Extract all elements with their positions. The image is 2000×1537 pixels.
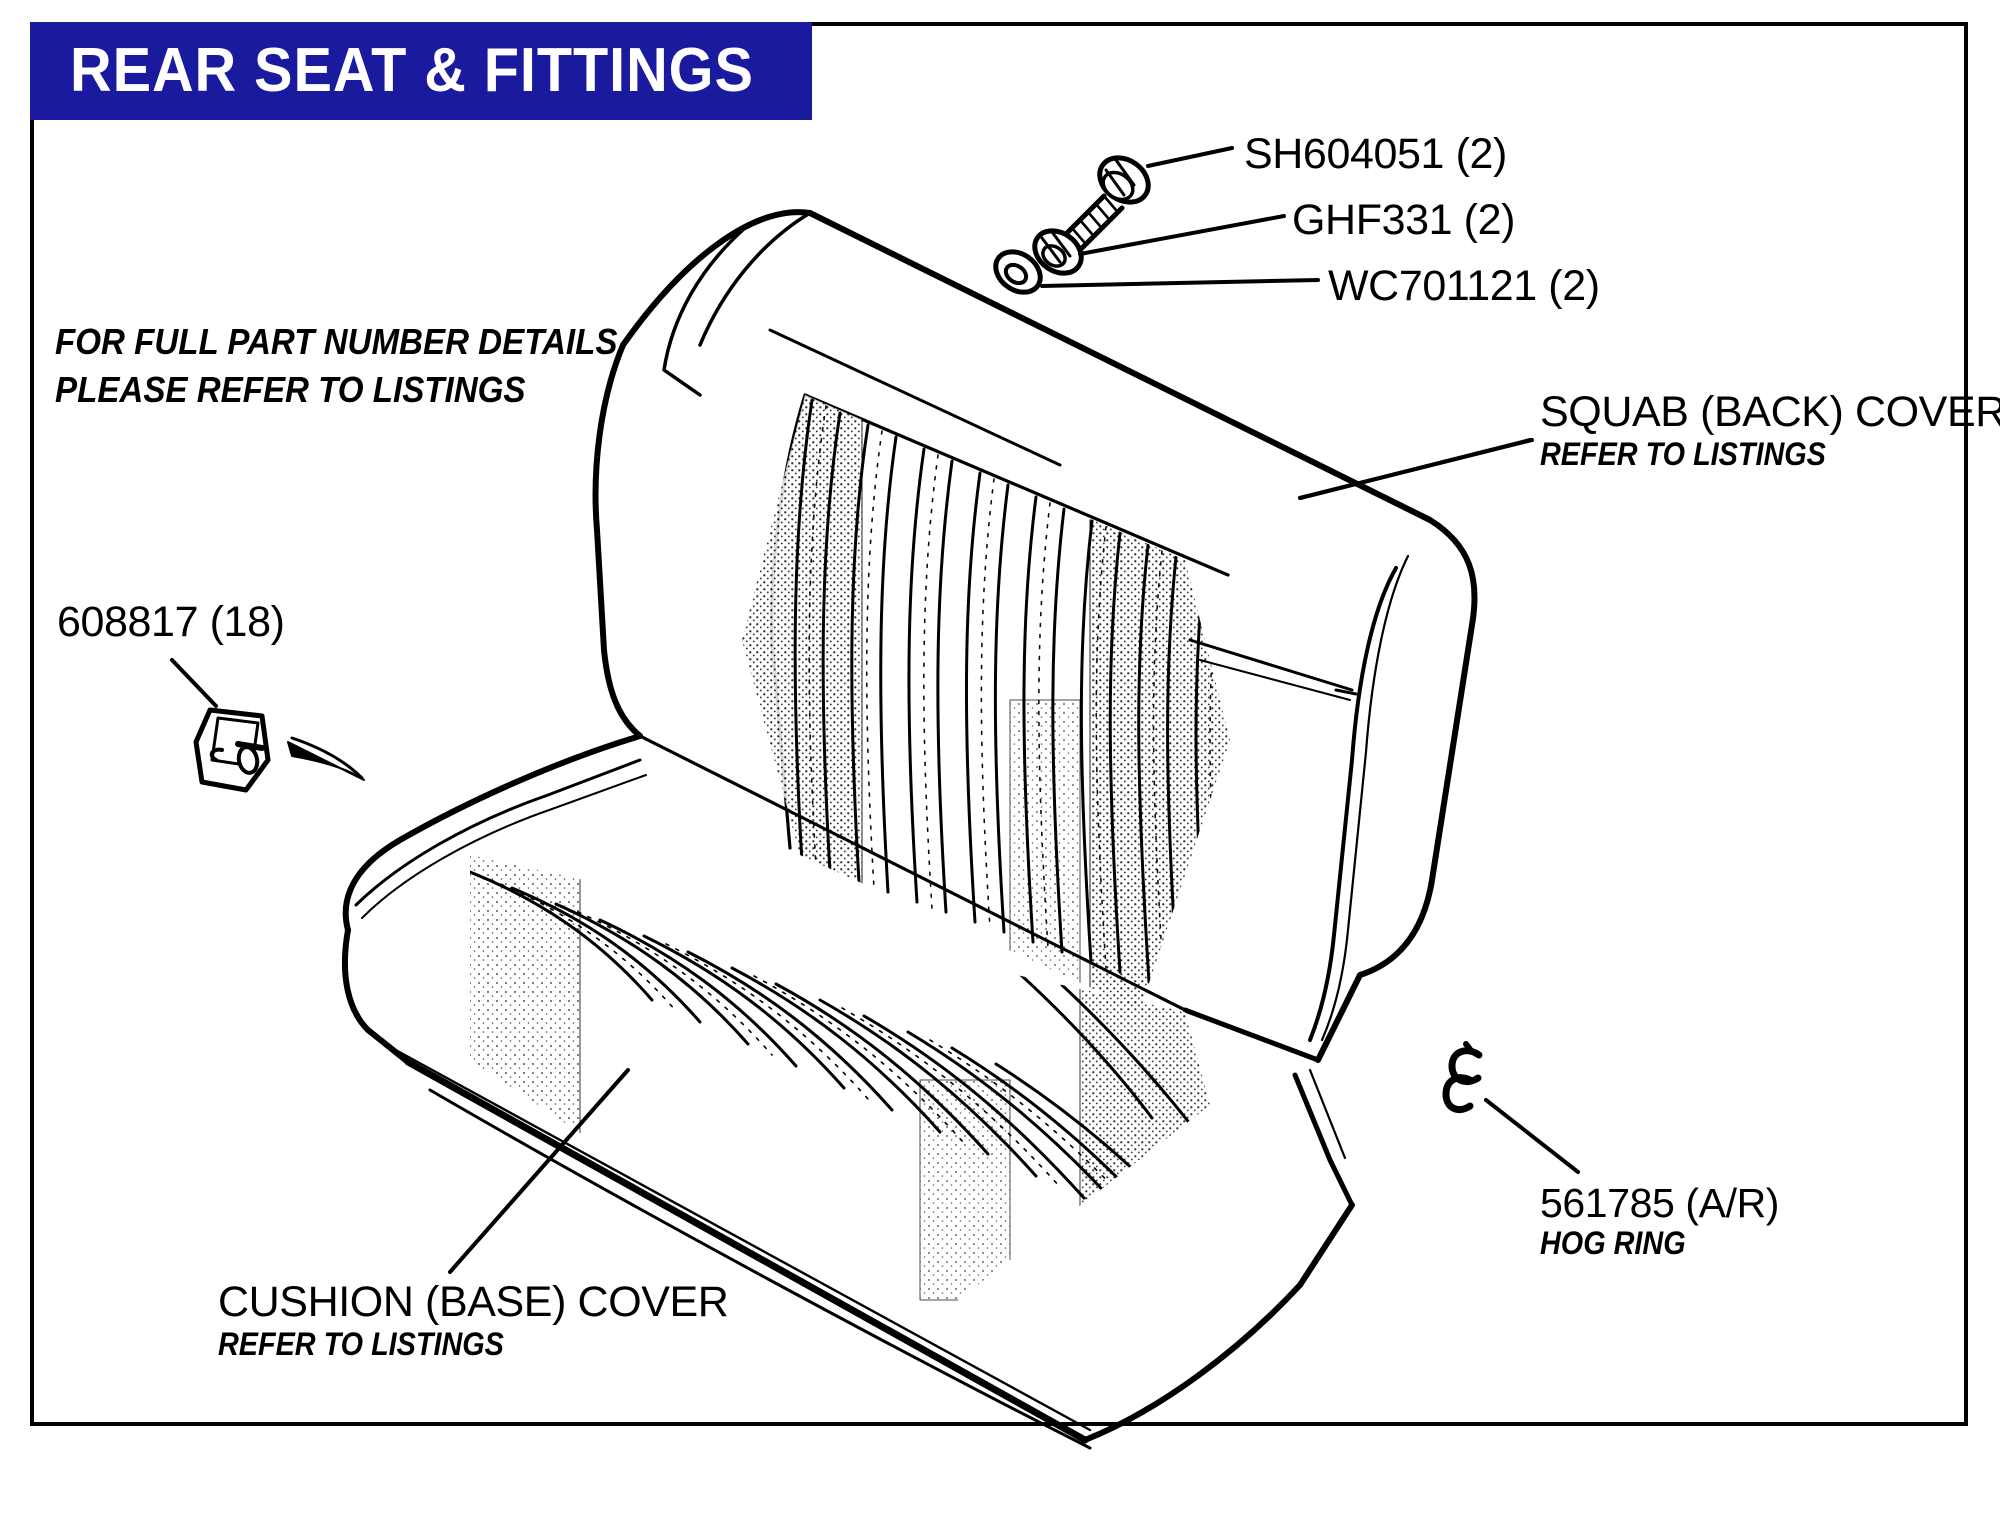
page-title-banner: REAR SEAT & FITTINGS: [30, 22, 812, 120]
callout-cushion-cover-part: CUSHION (BASE) COVER: [218, 1278, 729, 1326]
leader-ghf331: [1078, 214, 1286, 256]
listings-note-line2: PLEASE REFER TO LISTINGS: [55, 368, 526, 410]
callout-squab-cover: SQUAB (BACK) COVER REFER TO LISTINGS: [1540, 388, 2000, 472]
fastener-stack: [993, 155, 1151, 295]
leader-608817: [170, 658, 218, 708]
callout-clip: 608817 (18): [57, 598, 285, 646]
callout-screw: SH604051 (2): [1244, 130, 1507, 178]
listings-note: FOR FULL PART NUMBER DETAILS PLEASE REFE…: [55, 318, 666, 413]
leader-sh604051: [1146, 146, 1234, 168]
callout-cushion-cover-sub: REFER TO LISTINGS: [218, 1325, 504, 1362]
callout-clip-part: 608817 (18): [57, 598, 285, 646]
cushion-pleat-lines: [470, 870, 1210, 1266]
leader-lines: [170, 146, 1580, 1274]
callout-squab-cover-part: SQUAB (BACK) COVER: [1540, 388, 2000, 436]
squab-back: [592, 209, 1532, 1208]
leader-cushion: [448, 1068, 630, 1274]
callout-hog-ring-part: 561785 (A/R): [1540, 1180, 1780, 1226]
page-title: REAR SEAT & FITTINGS: [70, 36, 754, 105]
callout-cushion-cover: CUSHION (BASE) COVER REFER TO LISTINGS: [218, 1278, 729, 1362]
callout-washer: WC701121 (2): [1328, 262, 1600, 310]
callout-nut: GHF331 (2): [1292, 196, 1516, 244]
listings-note-line1: FOR FULL PART NUMBER DETAILS: [55, 321, 618, 362]
leader-squab: [1298, 438, 1534, 500]
callout-squab-cover-sub: REFER TO LISTINGS: [1540, 435, 1826, 472]
washer-wc701121: [993, 249, 1043, 295]
leader-wc701121: [1040, 278, 1320, 288]
callout-hog-ring: 561785 (A/R) HOG RING: [1540, 1180, 1780, 1262]
callout-washer-part: WC701121 (2): [1328, 262, 1600, 310]
nut-ghf331: [1032, 228, 1084, 276]
clip-608817: [193, 707, 365, 793]
leader-hog-ring: [1484, 1098, 1580, 1174]
hog-ring-561785: [1442, 1041, 1483, 1113]
callout-nut-part: GHF331 (2): [1292, 196, 1516, 244]
callout-hog-ring-sub: HOG RING: [1540, 1225, 1686, 1262]
callout-screw-part: SH604051 (2): [1244, 130, 1507, 178]
screw-sh604051: [1057, 155, 1151, 255]
